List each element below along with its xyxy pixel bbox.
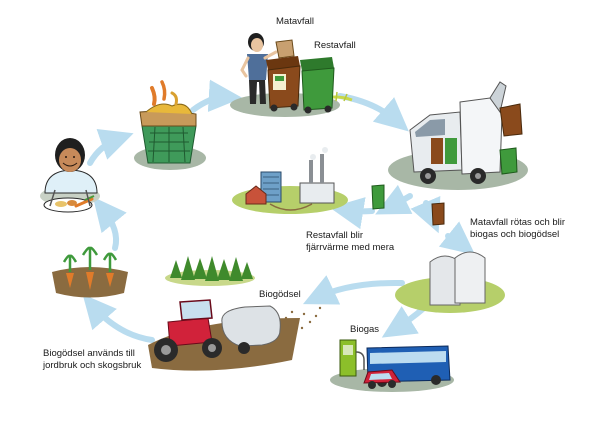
label-biogas-text: Biogas bbox=[350, 324, 380, 335]
label-anvands-line-2: jordbruk och skogsbruk bbox=[43, 360, 142, 371]
label-fjarrvarme-line-2: fjärrvärme med mera bbox=[306, 242, 395, 253]
soil-with-plants bbox=[52, 246, 128, 298]
arrow-person-to-compost bbox=[87, 129, 134, 166]
label-rotas: Matavfall rötas och blir biogas och biog… bbox=[470, 217, 565, 241]
arrow-restbin-to-plant bbox=[329, 197, 375, 230]
compost-basket bbox=[134, 80, 206, 170]
label-biogodsel: Biogödsel bbox=[259, 289, 301, 301]
arrow-digester-to-biogas bbox=[381, 305, 427, 338]
arrow-truck-to-restbin bbox=[375, 184, 413, 215]
biogas-digester bbox=[395, 251, 505, 313]
arrow-biobin-to-digester bbox=[438, 221, 476, 255]
label-matavfall: Matavfall bbox=[276, 16, 314, 28]
arrow-tractor-to-soil bbox=[82, 294, 155, 343]
label-anvands: Biogödsel används till jordbruk och skog… bbox=[43, 348, 141, 372]
city-heat-plant bbox=[232, 147, 348, 214]
label-restavfall-text: Restavfall bbox=[314, 40, 356, 51]
garbage-truck bbox=[388, 81, 528, 190]
label-biogas: Biogas bbox=[350, 324, 379, 336]
label-anvands-line-1: Biogödsel används till bbox=[43, 348, 135, 359]
label-fjarrvarme: Restavfall blir fjärrvärme med mera bbox=[306, 230, 394, 254]
label-restavfall: Restavfall bbox=[314, 40, 356, 52]
household-bins-scene bbox=[230, 33, 353, 117]
label-biogodsel-text: Biogödsel bbox=[259, 289, 301, 300]
label-rotas-line-1: Matavfall rötas och blir bbox=[470, 217, 566, 228]
transit-bins bbox=[371, 184, 445, 226]
arrow-soil-to-person bbox=[92, 196, 127, 251]
forest bbox=[165, 256, 255, 286]
label-matavfall-text: Matavfall bbox=[276, 16, 315, 27]
biogas-vehicles bbox=[330, 339, 454, 392]
label-fjarrvarme-line-1: Restavfall blir bbox=[306, 230, 364, 241]
person-eating bbox=[40, 138, 100, 213]
tractor-scene bbox=[148, 299, 322, 371]
arrow-compost-to-bins bbox=[190, 79, 243, 113]
label-rotas-line-2: biogas och biogödsel bbox=[470, 229, 560, 240]
arrow-digester-to-fields bbox=[302, 275, 405, 305]
